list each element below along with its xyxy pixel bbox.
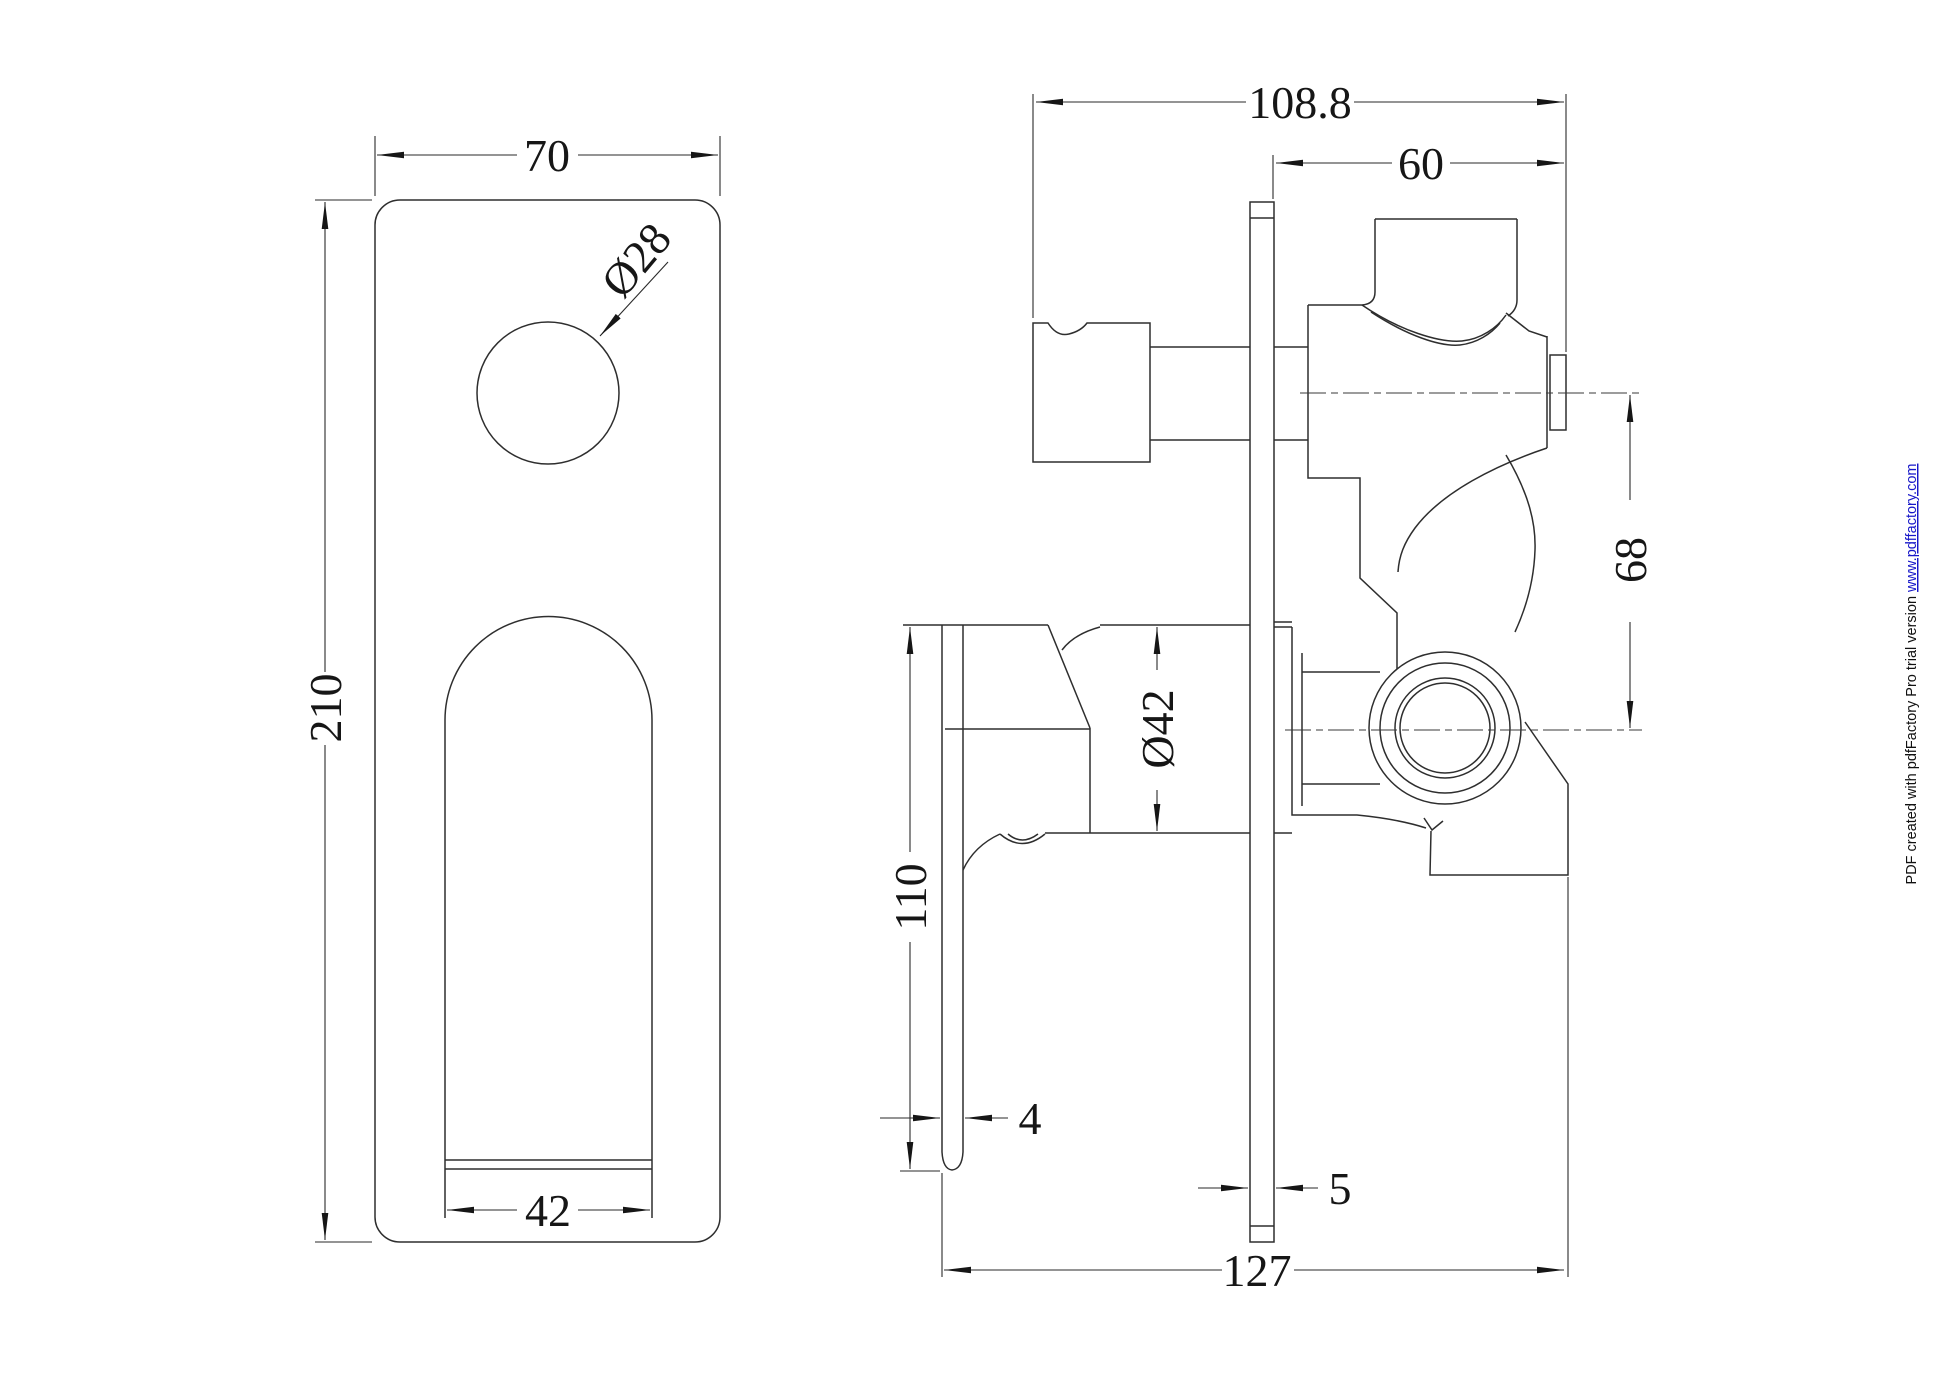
cap-bottom-cup-outer: [999, 833, 1046, 845]
outlet-hole: [476, 321, 620, 465]
side-view: [903, 201, 1569, 1243]
label-hole-diameter: Ø28: [591, 213, 681, 306]
footer-note: PDF created with pdfFactory Pro trial ve…: [1904, 464, 1920, 885]
plate-side: [1249, 201, 1275, 1243]
port-chamfer: [1505, 312, 1548, 338]
label-port-offset: 68: [1605, 537, 1656, 583]
boss-circle-outer: [1368, 651, 1522, 805]
handle-front-outline: [444, 615, 653, 1218]
port-lower-wall-right: [1505, 454, 1536, 633]
label-plate-height: 210: [300, 674, 351, 743]
label-body-depth: 60: [1398, 138, 1444, 189]
body-lower-left: [1291, 627, 1427, 829]
handle-cap-fillet: [1061, 626, 1101, 651]
plate-outline: [374, 199, 721, 1243]
label-handle-width: 42: [525, 1185, 571, 1236]
top-pipe-right: [1507, 219, 1518, 317]
handle-cap-slant: [1047, 624, 1091, 729]
boss-circle-ring: [1379, 662, 1511, 794]
dimension-labels: 70 210 Ø28 42 108.8 60 68 Ø42 110 4 5 12…: [300, 77, 1656, 1296]
dimensions: [315, 94, 1634, 1277]
label-overall-depth-bottom: 127: [1223, 1245, 1292, 1296]
leader-o28: [599, 261, 669, 337]
footer-link[interactable]: www.pdffactory.com: [1904, 464, 1920, 593]
top-pipe-left: [1308, 219, 1376, 306]
body-left-profile: [1307, 305, 1398, 669]
label-handle-length: 110: [885, 863, 936, 930]
label-cartridge-diameter: Ø42: [1132, 689, 1183, 768]
port-lower-wall-outer: [1397, 447, 1548, 573]
label-overall-depth-top: 108.8: [1248, 77, 1352, 128]
boss-circle-inner2: [1399, 682, 1491, 774]
inlet-block: [1032, 322, 1151, 463]
footer-text: PDF created with pdfFactory Pro trial ve…: [1904, 592, 1920, 885]
lever-blade: [941, 625, 964, 1171]
saddle-curve-outer: [1361, 304, 1507, 342]
boss-circle-inner1: [1394, 677, 1496, 779]
label-lever-thickness: 4: [1019, 1093, 1042, 1144]
svg-text:PDF created with pdfFactory Pr: PDF created with pdfFactory Pro trial ve…: [1904, 464, 1920, 885]
cap-bottom-cup-inner: [1007, 833, 1039, 841]
centerlines: [1285, 392, 1642, 731]
label-plate-thickness: 5: [1329, 1163, 1352, 1214]
body-bottom-step: [1429, 721, 1569, 876]
label-plate-width: 70: [524, 130, 570, 181]
body-bottom-notch: [1423, 817, 1444, 832]
saddle-curve-inner: [1370, 311, 1501, 346]
front-view: [374, 199, 721, 1243]
cap-bottom-sweep: [962, 833, 1001, 871]
